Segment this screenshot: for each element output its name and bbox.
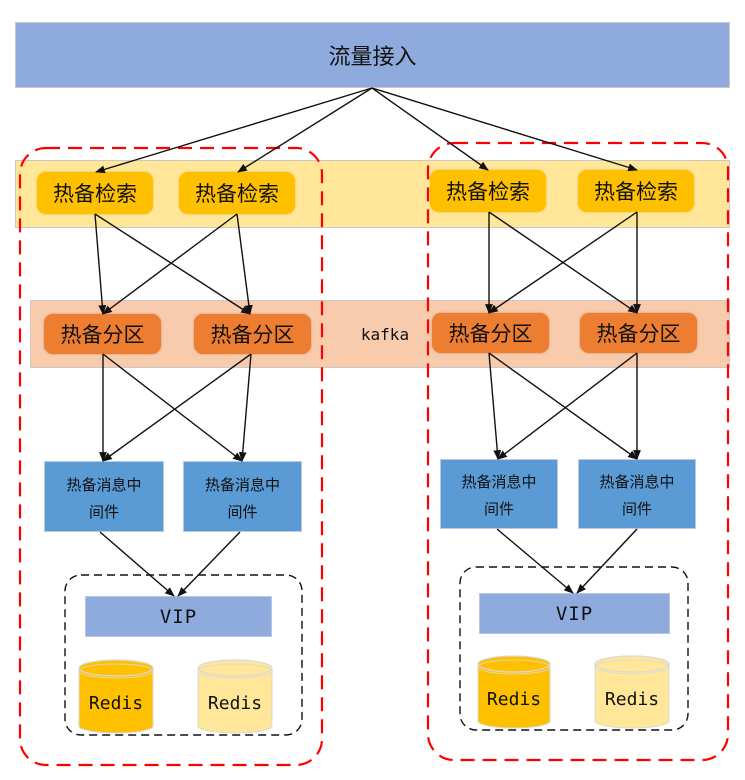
traffic-edges [95,87,638,174]
edge [102,353,252,462]
redis-backup-left [197,659,273,734]
redis-label: Redis [207,692,263,714]
mq-node-label-line1: 热备消息中 [599,473,675,491]
mq-node-label-line2: 间件 [88,502,119,521]
edge [488,352,502,460]
mq-node: 热备消息中 间件 [440,459,558,529]
edge [99,531,175,597]
search-node: 热备检索 [578,170,694,212]
redis-primary-left [78,659,154,734]
search-node: 热备检索 [430,170,546,212]
mq-node-label-line1: 热备消息中 [66,475,142,494]
partition-node-label: 热备分区 [60,323,145,347]
edge [236,213,253,315]
partition-node: 热备分区 [44,314,161,354]
partition-node: 热备分区 [580,313,697,353]
edge [488,211,638,314]
partition-node: 热备分区 [194,314,311,354]
vip-bar: VIP [479,593,670,634]
mq-node: 热备消息中 间件 [183,461,302,532]
search-node: 热备检索 [37,172,153,214]
edge [371,87,489,171]
edge [371,87,638,172]
mq-node-label-line1: 热备消息中 [461,473,537,491]
traffic-ingress-label: 流量接入 [328,45,417,70]
edge [576,528,638,594]
redis-group-right-outline [459,566,689,731]
redis-primary-right [477,655,551,729]
edge [177,531,241,597]
cluster-right-outline [426,141,730,762]
kafka-label: kafka [360,324,410,344]
mq-vip-edges [99,528,638,597]
search-node: 热备检索 [179,172,295,214]
mq-node-label-line2: 间件 [621,500,652,518]
mq-node-label-line1: 热备消息中 [204,475,280,494]
edge [102,213,238,315]
search-node-label: 热备检索 [195,182,279,206]
partition-mq-edges [99,352,641,462]
redis-label: Redis [604,688,660,710]
edge [496,528,574,594]
edge [94,213,107,315]
edge [238,353,252,462]
traffic-ingress-bar: 流量接入 [15,22,730,88]
search-node-label: 热备检索 [594,180,678,204]
mq-node: 热备消息中 间件 [578,459,696,529]
vip-label: VIP [159,605,198,628]
mq-node-label-line2: 间件 [227,502,258,521]
edge [497,352,638,460]
search-partition-edges [94,211,641,315]
search-node-label: 热备检索 [446,180,530,204]
edge [488,352,638,460]
redis-backup-right [594,655,670,729]
partition-node-label: 热备分区 [596,322,681,346]
vip-label: VIP [555,602,594,625]
partition-node: 热备分区 [432,313,549,353]
partition-node-label: 热备分区 [210,323,295,347]
cluster-left-outline [18,146,324,767]
mq-node-label-line2: 间件 [483,500,514,518]
redis-group-left-outline [64,574,303,736]
edge [102,353,243,462]
redis-label: Redis [88,692,144,714]
partition-node-label: 热备分区 [448,322,533,346]
search-node-label: 热备检索 [53,182,137,206]
edge [95,87,373,174]
edge [237,87,373,173]
mq-node: 热备消息中 间件 [44,461,164,532]
redis-label: Redis [486,688,542,710]
edge [94,213,251,315]
